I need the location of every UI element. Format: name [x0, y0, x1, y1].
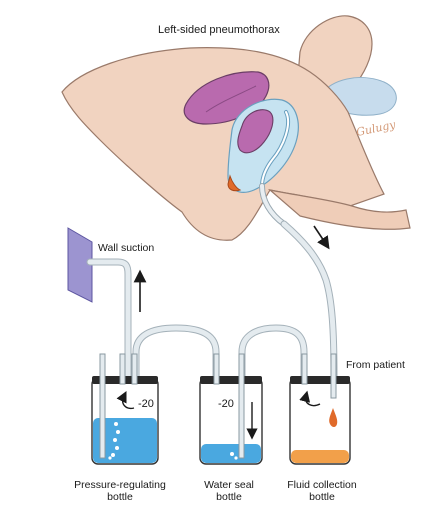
- from-patient-arrow: [313, 225, 330, 250]
- flow-curve-arrow: [299, 390, 321, 407]
- lung-fissure: [205, 85, 257, 113]
- caption-line: Pressure-regulating: [74, 479, 166, 491]
- suction-curve-arrow: [116, 390, 135, 410]
- caption-line: bottle: [309, 491, 335, 503]
- pressure-regulating-bottle: [91, 353, 159, 465]
- blood-pool: [227, 174, 242, 192]
- fluid-drop: [329, 408, 338, 427]
- fluid-fill: [291, 450, 349, 463]
- water-seal-bottle: [199, 353, 263, 465]
- fluid-collection-caption: Fluid collection bottle: [262, 479, 382, 503]
- caption-line: bottle: [216, 491, 242, 503]
- diagram-title: Left-sided pneumothorax: [158, 24, 280, 36]
- from-patient-label: From patient: [346, 359, 405, 371]
- bottle-cap: [200, 376, 262, 384]
- caption-line: bottle: [107, 491, 133, 503]
- water-fill: [93, 418, 157, 463]
- vent-tube: [99, 353, 106, 459]
- wall-suction-plate: [67, 227, 93, 303]
- water-seal-caption: Water seal bottle: [169, 479, 289, 503]
- pressure-value-label: -20: [138, 398, 154, 410]
- caption-line: Water seal: [204, 479, 254, 491]
- patient-arm: [267, 188, 411, 230]
- pressure-bottle-caption: Pressure-regulating bottle: [60, 479, 180, 503]
- water-seal-value-label: -20: [218, 398, 234, 410]
- caption-line: Fluid collection: [287, 479, 357, 491]
- fluid-collection-bottle: [289, 353, 351, 465]
- wall-suction-label: Wall suction: [98, 242, 155, 254]
- bottle-cap: [290, 376, 350, 384]
- tubing: [86, 220, 338, 382]
- bubbles: [230, 452, 238, 460]
- collapsed-left-lung: [237, 109, 274, 154]
- bubbles: [108, 422, 120, 460]
- patient-illustration: [61, 15, 411, 241]
